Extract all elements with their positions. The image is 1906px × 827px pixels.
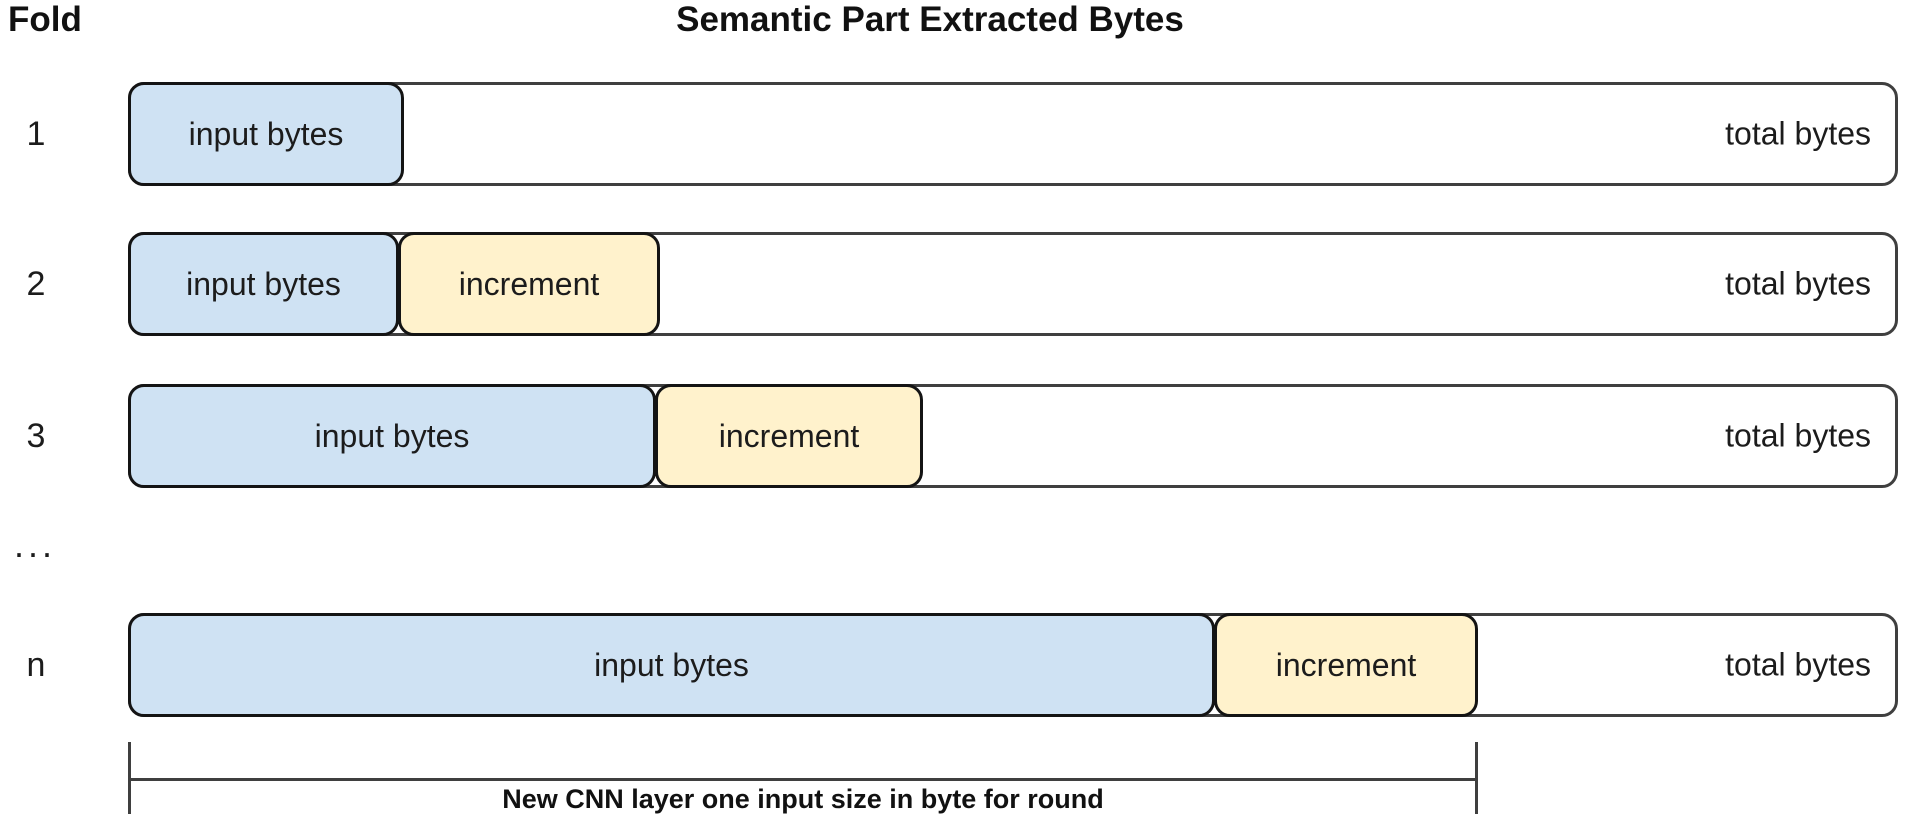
input-bytes-segment: input bytes: [128, 384, 656, 488]
increment-segment: increment: [1214, 613, 1478, 717]
total-bytes-label: total bytes: [1725, 646, 1871, 683]
total-bytes-label: total bytes: [1725, 265, 1871, 302]
fold-row-3: 3 total bytes input bytes increment: [27, 384, 1898, 488]
fold-row-1: 1 total bytes input bytes: [27, 82, 1898, 186]
fold-row-2: 2 total bytes input bytes increment: [27, 232, 1898, 336]
fold-number: 2: [26, 264, 46, 303]
bracket-label: New CNN layer one input size in byte for…: [502, 784, 1104, 814]
increment-segment: increment: [398, 232, 660, 336]
total-bytes-label: total bytes: [1725, 417, 1871, 454]
input-bytes-segment: input bytes: [128, 82, 404, 186]
fold-column-header: Fold: [8, 0, 82, 39]
input-bytes-segment: input bytes: [128, 613, 1215, 717]
diagram-title: Semantic Part Extracted Bytes: [676, 0, 1184, 39]
fold-ellipsis: ...: [14, 524, 57, 565]
fold-number: 3: [26, 416, 46, 455]
total-bytes-track: total bytes: [128, 82, 1898, 186]
measurement-bracket: New CNN layer one input size in byte for…: [128, 742, 1478, 814]
fold-row-n: n total bytes input bytes increment: [27, 613, 1898, 717]
bracket-line: [131, 778, 1475, 781]
fold-number: 1: [26, 114, 46, 153]
total-bytes-label: total bytes: [1725, 115, 1871, 152]
input-bytes-segment: input bytes: [128, 232, 399, 336]
fold-number: n: [26, 645, 46, 684]
increment-segment: increment: [655, 384, 923, 488]
